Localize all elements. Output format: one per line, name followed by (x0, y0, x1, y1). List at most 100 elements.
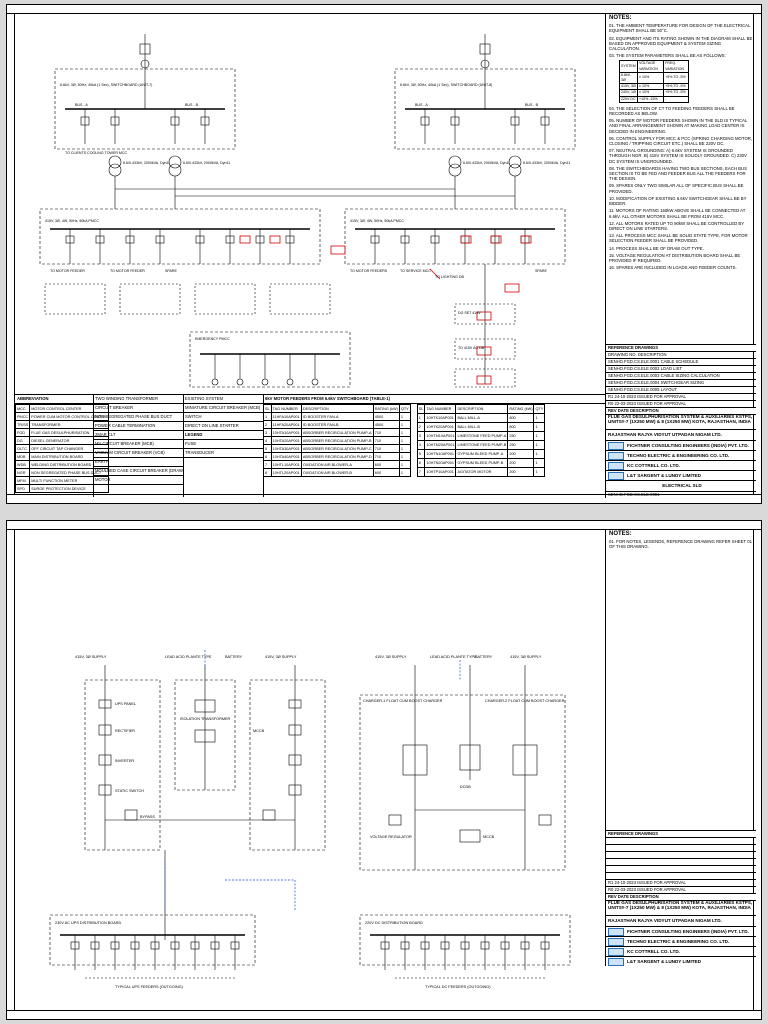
ups-block-4: STATIC SWITCH (115, 789, 144, 793)
dc-db-title: 220V DC DISTRIBUTION BOARD (365, 921, 423, 925)
note-14: 14. PROCESS SHALL BE OF DRAW OUT TYPE. (609, 245, 704, 251)
abbreviation-title: ABBREVIATION (15, 395, 93, 404)
feeder-label-7: TO LIGHTING DB (435, 275, 464, 279)
consultant-logo-icon (608, 441, 624, 450)
feeder-label-5: TO MOTOR FEEDERS (350, 269, 388, 273)
vendor-logo-icon (608, 947, 624, 956)
legend-transducer: TRANSDUCER (183, 449, 263, 458)
ref2-row-5 (606, 865, 756, 872)
revision-header: REV DATE DESCRIPTION (606, 407, 756, 414)
ref-row-1: DRAWING NO. DESCRIPTION (606, 351, 756, 358)
ref2-row-1 (606, 837, 756, 844)
title-block-sheet-1: REFERENCE DRAWINGS DRAWING NO. DESCRIPTI… (605, 344, 756, 498)
vendor2-name-2: L&T SARGENT & LUNDY LIMITED (627, 959, 701, 964)
symbol-2mar-clt: 2MAR CLT (93, 431, 183, 440)
contractor-logo-icon (608, 937, 624, 946)
ups-supply-2: 415V, 3Ø SUPPLY (265, 655, 297, 659)
dc-battery-type: LEAD ACID PLANTE TYPE (430, 655, 477, 659)
single-line-diagram-sheet-2: 415V, 3Ø SUPPLY LEAD ACID PLANTE TYPE BA… (49, 650, 571, 989)
ref2-row-6 (606, 872, 756, 879)
symbol-circuit-breaker: CIRCUIT BREAKER (93, 404, 183, 413)
drawing-sheet-1: 6.6kV, 3Ø, 50Hz, 40kA (1 Sec), SWITCHBOA… (6, 4, 762, 504)
revision2-row-2: R0 22-03-2023 ISSUED FOR APPROVAL (606, 886, 756, 893)
symbol-motor: MOTOR (93, 476, 183, 485)
symbol-existing-system: EXISTING SYSTEM (183, 395, 263, 404)
legend-fuse: FUSE (183, 440, 263, 449)
ref-row-2: SENHO.FGD.CS.ELE.0001 CABLE SCHEDULE (606, 358, 756, 365)
consultant-name-2: FICHTNER CONSULTING ENGINEERS (INDIA) PV… (627, 929, 749, 934)
vendor2-row-2: L&T SARGENT & LUNDY LIMITED (606, 956, 756, 966)
notes-title-2: NOTES: (609, 531, 632, 537)
symbol-miniature-breaker: MINIATURE CIRCUIT BREAKER (MCB) (183, 404, 263, 413)
drawing-frame (14, 13, 754, 495)
note-4: 04. THE SELECTION OF CT TO FEEDING FEEDE… (609, 105, 735, 117)
consultant-row-2: FICHTNER CONSULTING ENGINEERS (INDIA) PV… (606, 926, 756, 936)
bus-label-2: BUS - B (185, 103, 199, 107)
symbol-busduct: NON SEGREGATED PHASE BUS DUCT (93, 413, 183, 422)
trafo-label-1: 6.6/0.433kV, 2000kVA, Dyn11 (123, 161, 170, 165)
vendor2-logo-icon (608, 957, 624, 966)
ref-row-6: SENHO.FGD.CS.ELE.0005 LAYOUT (606, 386, 756, 393)
feeder-label-6: TO SERVICE MCC (400, 269, 431, 273)
note-3: 03. THE SYSTEM PARAMETERS SHALL BE AS FO… (609, 53, 726, 59)
notes-title: NOTES: (609, 15, 632, 21)
note-16: 16. SPARES ARE INCLUDED IN LOADS AND FEE… (609, 265, 737, 271)
notes-panel-2: NOTES: 01. FOR NOTES, LEGENDS, REFERENCE… (605, 530, 756, 830)
ups-block-1: UPS PANEL (115, 702, 136, 706)
ups-block-6: BYPASS (140, 815, 155, 819)
note-12: 12. ALL MOTORS RATED UP TO 90kW SHALL BE… (609, 220, 745, 231)
symbol-column-2: EXISTING SYSTEM MINIATURE CIRCUIT BREAKE… (183, 395, 264, 497)
drawing-title: ELECTRICAL SLD (606, 480, 756, 491)
dc-supply-2: 415V, 3Ø SUPPLY (510, 655, 542, 659)
incomer-ct-left (140, 59, 150, 69)
ups-block-5: ISOLATION TRANSFORMER (180, 717, 231, 721)
feeder-label-4: SPARE (165, 269, 178, 273)
ups-block-7: MCCB (253, 729, 265, 733)
note-9: 09. SPARES ONLY TWO SIMILAR ALL OF SPECI… (609, 183, 744, 194)
cable-run-highlights (164, 650, 461, 910)
revision-row-1: R1 24-10-2023 ISSUED FOR APPROVAL (606, 393, 756, 400)
feeder-label-3: TO MOTOR FEEDER (110, 269, 145, 273)
contractor-logo-icon (608, 451, 624, 460)
sheet2-border-bottom (7, 1010, 761, 1019)
emergency-pmcc-label: EMERGENCY PMCC (195, 337, 230, 341)
consultant-row: FICHTNER CONSULTING ENGINEERS (INDIA) PV… (606, 440, 756, 450)
trafo-label-4: 6.6/0.433kV, 2000kVA, Dyn11 (523, 161, 570, 165)
ups-battery-type: LEAD ACID PLANTE TYPE (165, 655, 212, 659)
bus-label-3: BUS - A (415, 103, 428, 107)
bus-label-1: BUS - A (75, 103, 88, 107)
modification-highlights (239, 235, 532, 385)
note-13: 13. ALL PROCESS MCC SHALL BE SOLID STATE… (609, 233, 748, 244)
trafo-label-3: 6.6/0.433kV, 2000kVA, Dyn11 (463, 161, 510, 165)
project-title-2: FLUE GAS DESULPHURISATION SYSTEM & AUXIL… (606, 900, 756, 915)
note-1: 01. THE AMBIENT TEMPERATURE FOR DESIGN O… (609, 23, 751, 34)
ref2-row-4 (606, 858, 756, 865)
vendor-name: KC COTTRELL CO. LTD. (627, 463, 680, 468)
feeder-label-8: SPARE (535, 269, 548, 273)
contractor-name: TECHNO ELECTRIC & ENGINEERING CO. LTD. (627, 453, 730, 458)
motor-feeder-tables: 6kV MOTOR FEEDERS FROM 6.6kV SWITCHBOARD… (263, 395, 605, 497)
vendor-row: KC COTTRELL CO. LTD. (606, 460, 756, 470)
note-5: 05. NUMBER OF MOTOR FEEDERS SHOWN IN THE… (609, 118, 748, 134)
ref-drawings-title-2: REFERENCE DRAWINGS (606, 830, 756, 837)
trafo-label-2: 6.6/0.433kV, 2000kVA, Dyn11 (183, 161, 230, 165)
dg-set-label: DG SET 415V (458, 311, 481, 315)
symbol-dol-starter: DIRECT ON LINE STARTER (183, 422, 263, 431)
symbol-mcb: MV CIRCUIT BREAKER (MCB) (93, 440, 183, 449)
consultant-logo-icon (608, 927, 624, 936)
ref-row-5: SENHO.FGD.CS.ELE.0004 SWITCHGEAR SIZING (606, 379, 756, 386)
incomer-breaker-left (139, 43, 151, 55)
vendor-name-2: KC COTTRELL CO. LTD. (627, 949, 680, 954)
symbol-earth: EARTH (93, 458, 183, 467)
charger-2-label: CHARGER-2 FLOAT CUM BOOST CHARGER (485, 699, 565, 703)
single-line-diagram-sheet-1: 6.6kV, 3Ø, 50Hz, 40kA (1 Sec), SWITCHBOA… (39, 34, 576, 388)
drawing2-frame (14, 529, 754, 1011)
ups-supply-1: 415V, 3Ø SUPPLY (75, 655, 107, 659)
symbol-vcb: VACUUM CIRCUIT BREAKER (VCB) (93, 449, 183, 458)
ref-row-3: SENHO.FGD.CS.ELE.0002 LOAD LIST (606, 365, 756, 372)
symbol-cable-termination: POWER CABLE TERMINATION (93, 422, 183, 431)
project-title: FLUE GAS DESULPHURISATION SYSTEM & AUXIL… (606, 414, 756, 429)
note-6: 06. CONTROL SUPPLY FOR MCC & PCC (SPRING… (609, 135, 753, 147)
